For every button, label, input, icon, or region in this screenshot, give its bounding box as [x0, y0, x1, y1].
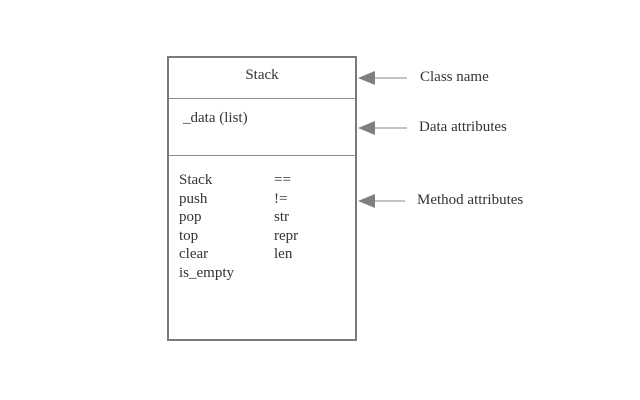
class-name-arrow: [358, 71, 407, 85]
method-item: push: [179, 190, 208, 207]
method-item: Stack: [179, 172, 213, 188]
data-attributes-label: Data attributes: [419, 119, 507, 135]
method-item: str: [274, 209, 289, 225]
data-attribute: _data (list): [183, 110, 248, 126]
class-box: Stack _data (list) Stack push pop top cl…: [167, 56, 357, 341]
method-item: !=: [274, 190, 288, 207]
class-name-label: Class name: [420, 69, 489, 85]
method-item: ==: [274, 172, 291, 188]
class-name: Stack: [245, 67, 279, 83]
method-item: pop: [179, 209, 202, 225]
method-item: repr: [274, 227, 299, 244]
method-item: is_empty: [179, 264, 234, 281]
method-item: clear: [179, 246, 209, 262]
method-attributes-label: Method attributes: [417, 192, 524, 208]
method-item: len: [274, 246, 293, 262]
method-item: top: [179, 227, 199, 244]
data-attributes-arrow: [358, 121, 407, 135]
divider-data-methods: [169, 155, 355, 156]
divider-name-data: [169, 98, 355, 99]
method-attributes-arrow: [358, 194, 405, 208]
method-list-right: == != str repr len: [274, 171, 298, 264]
method-list-left: Stack push pop top clear is_empty: [179, 171, 234, 282]
